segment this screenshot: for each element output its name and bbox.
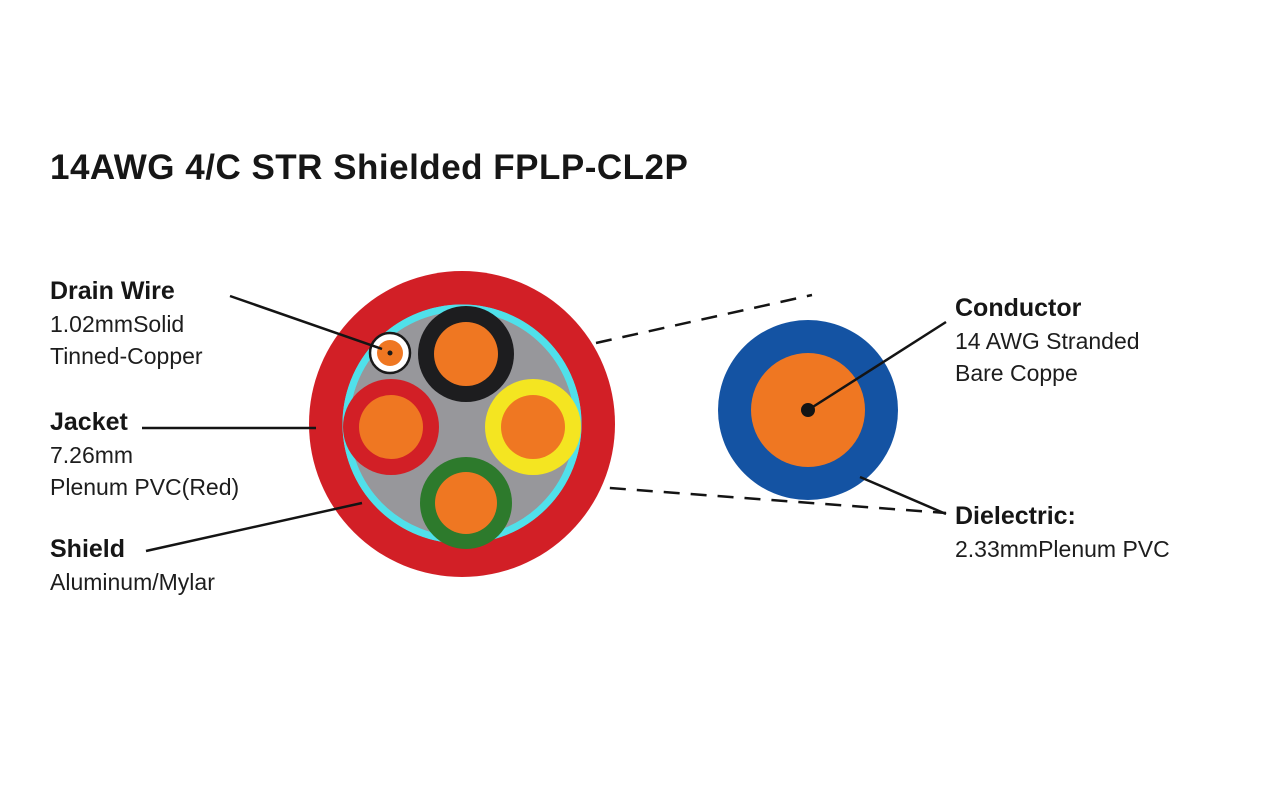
shield-heading: Shield [50, 535, 126, 563]
label-shield: Shield Aluminum/Mylar [50, 533, 215, 598]
page-title: 14AWG 4/C STR Shielded FPLP-CL2P [50, 148, 689, 187]
shield-spec-material: Aluminum/Mylar [50, 569, 215, 595]
leader-line-shield [145, 501, 363, 553]
conductor-red-core [359, 395, 423, 459]
label-drain-wire: Drain Wire 1.02mmSolid Tinned-Copper [50, 275, 203, 372]
label-conductor: Conductor 14 AWG Stranded Bare Coppe [955, 292, 1140, 389]
jacket-spec-size: 7.26mm [50, 442, 134, 468]
label-jacket: Jacket 7.26mm Plenum PVC(Red) [50, 406, 239, 503]
jacket-spec-material: Plenum PVC(Red) [50, 474, 240, 500]
dashed-expansion-line-bottom [555, 482, 947, 515]
conductor-spec-material: Bare Coppe [955, 360, 1078, 386]
conductor-heading: Conductor [955, 294, 1082, 322]
drain-wire-spec-material: Tinned-Copper [50, 343, 203, 369]
cable-cross-section [309, 271, 615, 577]
label-dielectric: Dielectric: 2.33mmPlenum PVC [955, 500, 1170, 565]
drain-wire-heading: Drain Wire [50, 277, 175, 305]
dielectric-spec: 2.33mmPlenum PVC [955, 536, 1170, 562]
dashed-expansion-line-top [595, 293, 813, 345]
dielectric-heading: Dielectric: [955, 502, 1076, 530]
conductor-green-core [435, 472, 497, 534]
leader-line-drain-wire [229, 294, 383, 351]
conductor-spec-size: 14 AWG Stranded [955, 328, 1140, 354]
drain-wire-center-dot [387, 350, 393, 356]
jacket-heading: Jacket [50, 408, 128, 436]
drain-wire-spec-size: 1.02mmSolid [50, 311, 185, 337]
conductor-yellow-core [501, 395, 565, 459]
conductor-black-core [434, 322, 498, 386]
leader-line-conductor [807, 320, 947, 412]
leader-line-dielectric [859, 475, 947, 516]
